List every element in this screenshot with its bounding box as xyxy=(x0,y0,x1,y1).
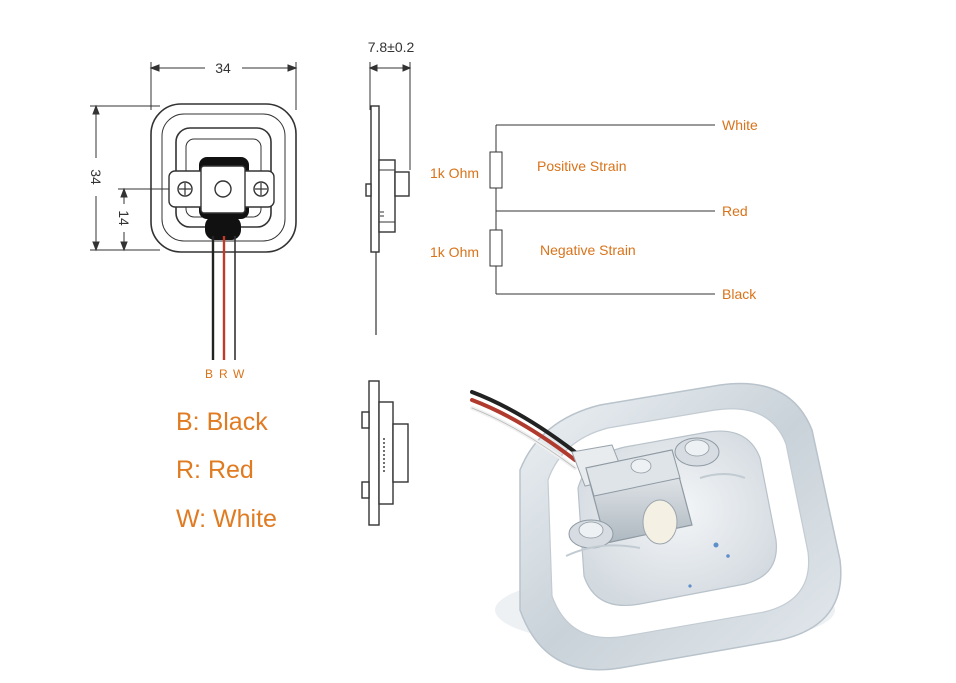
wire-red-label: Red xyxy=(722,203,748,219)
thickness-dimension-label: 7.8±0.2 xyxy=(368,39,415,55)
wire-black-label: Black xyxy=(722,286,757,302)
thickness-dimension xyxy=(368,62,412,170)
height-dimension-label: 34 xyxy=(88,169,104,185)
side-view: 7.8±0.2 xyxy=(365,39,415,335)
width-dimension xyxy=(149,62,298,110)
side-view-bottom xyxy=(361,380,409,526)
legend-red: R: Red xyxy=(176,456,254,484)
resistor-negative xyxy=(489,229,503,267)
offset-dimension xyxy=(118,187,180,252)
wiring-schematic: 1k Ohm 1k Ohm Positive Strain Negative S… xyxy=(430,117,758,302)
height-dimension xyxy=(90,104,160,252)
photo-wires xyxy=(470,390,577,470)
resistor-1-label: 1k Ohm xyxy=(430,165,479,181)
top-view-center-block xyxy=(168,157,275,240)
side-view-body xyxy=(365,105,410,253)
resistor-positive xyxy=(489,151,503,189)
negative-strain-label: Negative Strain xyxy=(540,242,636,258)
wire-white-label: White xyxy=(722,117,758,133)
wire-code-w: W xyxy=(233,367,245,381)
legend-black: B: Black xyxy=(176,408,268,436)
wire-code-r: R xyxy=(219,367,228,381)
top-view: 34 34 14 xyxy=(88,60,298,381)
offset-dimension-label: 14 xyxy=(116,210,132,226)
width-dimension-label: 34 xyxy=(215,60,231,76)
wire-code-b: B xyxy=(205,367,213,381)
legend-white: W: White xyxy=(176,505,277,533)
top-view-wires xyxy=(211,236,236,360)
resistor-2-label: 1k Ohm xyxy=(430,244,479,260)
load-cell-photo xyxy=(470,382,842,671)
positive-strain-label: Positive Strain xyxy=(537,158,626,174)
